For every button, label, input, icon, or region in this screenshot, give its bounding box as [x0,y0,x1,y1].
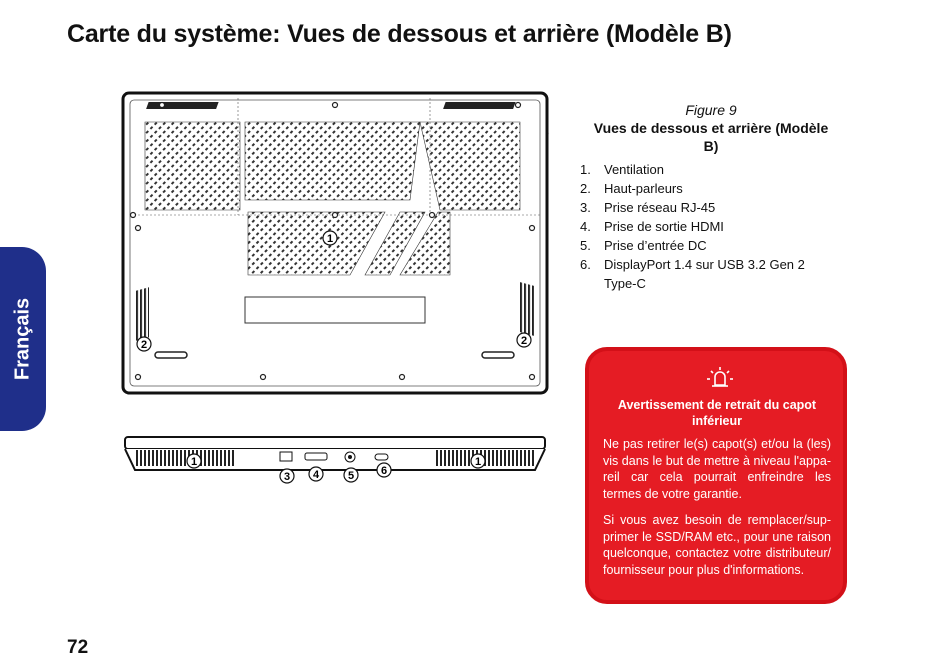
svg-text:1: 1 [327,233,333,245]
warning-heading: Avertissement de retrait du capot inféri… [617,398,817,428]
rear-view: 1 1 3 4 5 6 [124,436,546,484]
page-title: Carte du système: Vues de dessous et arr… [67,20,732,48]
legend-item: 2.Haut-parleurs [580,181,683,196]
svg-text:3: 3 [284,471,290,483]
callout-4: 4 [308,466,324,482]
language-tab-label: Français [11,297,34,381]
legend-item: 5.Prise d’entrée DC [580,238,707,253]
callout-6: 6 [376,462,392,478]
svg-text:1: 1 [191,456,197,468]
callout-5: 5 [343,467,359,483]
legend-list: 1.Ventilation 2.Haut-parleurs 3.Prise ré… [580,160,830,293]
callout-2-left: 2 [136,336,152,352]
page-number: 72 [67,637,89,658]
laptop-diagram: 1 2 2 1 1 3 [121,91,549,484]
figure-number: Figure 9 [685,102,737,118]
figure-title: Vues de dessous et arrière (Modèle B) [593,120,829,154]
alert-bell-icon [707,367,733,387]
svg-text:2: 2 [521,335,527,347]
svg-text:6: 6 [381,465,387,477]
warning-box: Avertissement de retrait du capot inféri… [585,347,847,604]
callout-1-bottom: 1 [322,230,338,246]
callout-1-rear-right: 1 [470,453,486,469]
warning-paragraph-2: Si vous avez besoin de remplacer/sup-pri… [603,513,831,577]
figure-caption: Figure 9 Vues de dessous et arrière (Mod… [585,101,837,155]
legend-item: 3.Prise réseau RJ-45 [580,200,716,215]
legend-item: 1.Ventilation [580,162,664,177]
svg-text:5: 5 [348,470,354,482]
language-tab: Français [0,247,46,431]
warning-paragraph-1: Ne pas retirer le(s) capot(s) et/ou la (… [603,437,831,501]
svg-text:2: 2 [141,339,147,351]
callout-3: 3 [279,468,295,484]
svg-text:1: 1 [475,456,481,468]
svg-text:4: 4 [313,469,320,481]
legend-item: 6.DisplayPort 1.4 sur USB 3.2 Gen 2 Type… [580,257,805,291]
legend-item: 4.Prise de sortie HDMI [580,219,724,234]
bottom-view: 1 2 2 [121,91,549,395]
callout-1-rear-left: 1 [186,453,202,469]
callout-2-right: 2 [516,332,532,348]
